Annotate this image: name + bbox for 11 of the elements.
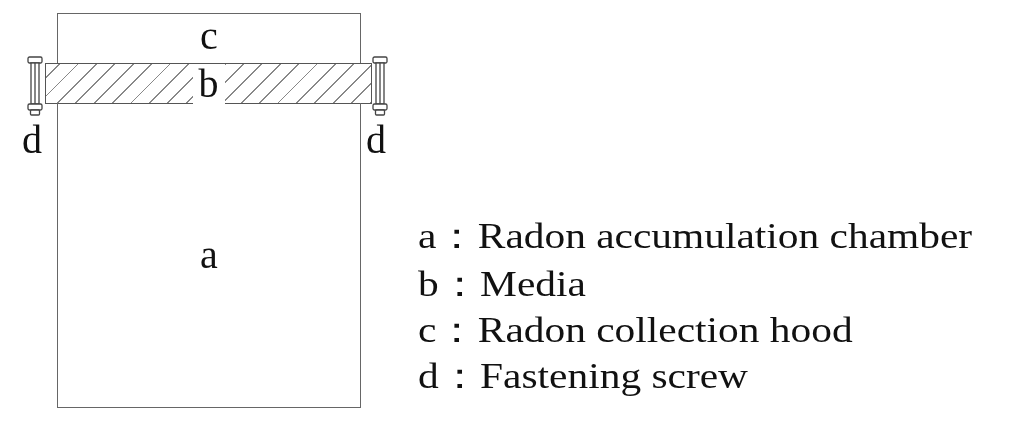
callout-letter: d (22, 120, 42, 160)
key-entry: a：Radon accumulation chamber (418, 218, 973, 254)
key-entry: c：Radon collection hood (418, 312, 853, 348)
part-letter: b (192, 63, 225, 104)
key-entry: d：Fastening screw (418, 358, 748, 394)
media-layer (45, 63, 372, 104)
callout-letter: d (366, 120, 386, 160)
part-letter: a (199, 235, 219, 275)
part-letter: c (199, 16, 219, 56)
key-entry: b：Media (418, 266, 586, 302)
accumulation-chamber (57, 103, 361, 408)
